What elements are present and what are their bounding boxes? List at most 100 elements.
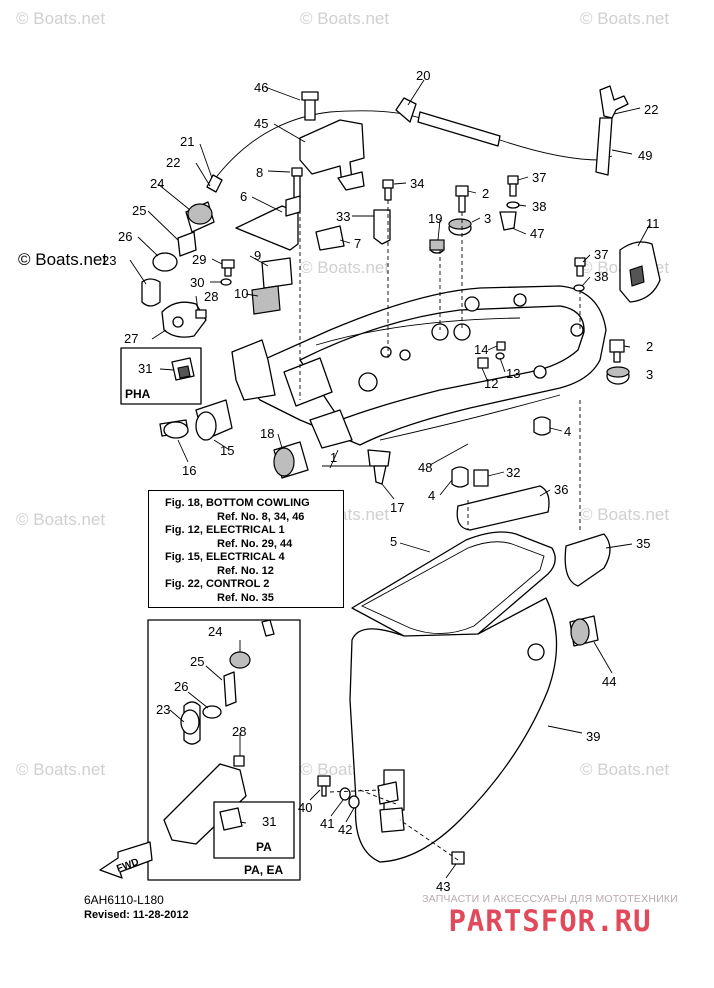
bracket-11	[619, 241, 661, 303]
callout-27: 27	[124, 331, 138, 346]
label-pa-ea: PA, EA	[244, 863, 283, 877]
note-fig: Fig. 12, ELECTRICAL 1	[165, 524, 285, 536]
callout-3: 3	[484, 211, 491, 226]
callout-15: 15	[220, 443, 234, 458]
diagram-code-block: 6AH6110-L180 Revised: 11-28-2012	[84, 893, 189, 923]
callout-2: 2	[646, 339, 653, 354]
leader-lines	[129, 79, 651, 879]
callout-44: 44	[602, 674, 616, 689]
callout-1: 1	[330, 450, 337, 465]
label-pa: PA	[256, 840, 272, 854]
callout-26: 26	[174, 679, 188, 694]
watermark: © Boats.net	[580, 505, 669, 524]
note-ref: Ref. No. 35	[217, 591, 274, 604]
callout-6: 6	[240, 189, 247, 204]
note-ref: Ref. No. 29, 44	[217, 537, 293, 550]
watermark: © Boats.net	[16, 9, 105, 28]
part-17	[367, 449, 391, 485]
callout-20: 20	[416, 68, 430, 83]
bottom-cowling-lower	[349, 531, 558, 863]
callout-46: 46	[254, 80, 268, 95]
watermark: © Boats.net	[16, 510, 105, 529]
plate-6	[235, 195, 301, 251]
brand-name: PARTSFOR.RU	[448, 904, 652, 938]
callout-29: 29	[192, 252, 206, 267]
callout-37: 37	[594, 247, 608, 262]
note-fig: Fig. 15, ELECTRICAL 4	[165, 551, 285, 563]
callout-7: 7	[354, 236, 361, 251]
callout-33: 33	[336, 209, 350, 224]
callout-22: 22	[166, 155, 180, 170]
callout-28: 28	[232, 724, 246, 739]
watermark: © Boats.net	[16, 760, 105, 779]
callout-10: 10	[234, 286, 248, 301]
callout-3: 3	[646, 367, 653, 382]
diagram-code: 6AH6110-L180	[84, 893, 164, 907]
callout-4: 4	[564, 424, 571, 439]
label-pha: PHA	[125, 387, 151, 401]
callout-17: 17	[390, 500, 404, 515]
callout-23: 23	[156, 702, 170, 717]
callout-35: 35	[636, 536, 650, 551]
callout-4: 4	[428, 488, 435, 503]
callout-31: 31	[138, 361, 152, 376]
callout-25: 25	[190, 654, 204, 669]
callout-21: 21	[180, 134, 194, 149]
callout-5: 5	[390, 534, 397, 549]
callout-38: 38	[594, 269, 608, 284]
callout-2: 2	[482, 186, 489, 201]
callout-31: 31	[262, 814, 276, 829]
callout-38: 38	[532, 199, 546, 214]
brand-logo: ЗАПЧАСТИ И АКСЕССУАРЫ ДЛЯ МОТОТЕХНИКИ PA…	[405, 893, 695, 937]
callout-39: 39	[586, 729, 600, 744]
callout-12: 12	[484, 376, 498, 391]
callout-36: 36	[554, 482, 568, 497]
fwd-arrow	[99, 841, 153, 879]
callout-25: 25	[132, 203, 146, 218]
grommet-set-upper	[141, 201, 215, 338]
callout-28: 28	[204, 289, 218, 304]
callout-48: 48	[418, 460, 432, 475]
watermark: © Boats.net	[580, 9, 669, 28]
callout-43: 43	[436, 879, 450, 894]
callout-45: 45	[254, 116, 268, 131]
note-ref: Ref. No. 12	[217, 564, 274, 577]
grommets-lower	[159, 399, 309, 479]
revised-date: Revised: 11-28-2012	[84, 909, 189, 921]
grommet-44	[569, 615, 599, 647]
cable-assembly	[206, 85, 629, 193]
note-fig: Fig. 18, BOTTOM COWLING	[165, 497, 310, 509]
callout-11: 11	[646, 216, 660, 231]
callout-18: 18	[260, 426, 274, 441]
note-ref: Ref. No. 8, 34, 46	[217, 510, 305, 523]
callout-30: 30	[190, 275, 204, 290]
brackets-35-36	[456, 485, 611, 587]
callout-37: 37	[532, 170, 546, 185]
callout-24: 24	[150, 176, 164, 191]
note-fig: Fig. 22, CONTROL 2	[165, 578, 270, 590]
callout-26: 26	[118, 229, 132, 244]
callout-34: 34	[410, 176, 424, 191]
watermark: © Boats.net	[580, 760, 669, 779]
callout-49: 49	[638, 148, 652, 163]
callout-41: 41	[320, 816, 334, 831]
callout-14: 14	[474, 342, 488, 357]
pa-ea-inset	[147, 619, 301, 881]
callout-8: 8	[256, 165, 263, 180]
callout-40: 40	[298, 800, 312, 815]
callout-9: 9	[254, 248, 261, 263]
callout-22: 22	[644, 102, 658, 117]
callout-42: 42	[338, 822, 352, 837]
brand-tagline: ЗАПЧАСТИ И АКСЕССУАРЫ ДЛЯ МОТОТЕХНИКИ	[422, 893, 678, 905]
reference-note-box: Fig. 18, BOTTOM COWLING Ref. No. 8, 34, …	[148, 490, 344, 608]
pha-inset	[120, 347, 202, 405]
bottom-cowling-frame	[231, 285, 607, 449]
callout-23: 23	[102, 253, 116, 268]
callout-13: 13	[506, 366, 520, 381]
fasteners	[220, 167, 630, 488]
relay-9-10	[251, 257, 293, 315]
callout-19: 19	[428, 211, 442, 226]
fasteners-lower	[317, 775, 465, 865]
callout-47: 47	[530, 226, 544, 241]
